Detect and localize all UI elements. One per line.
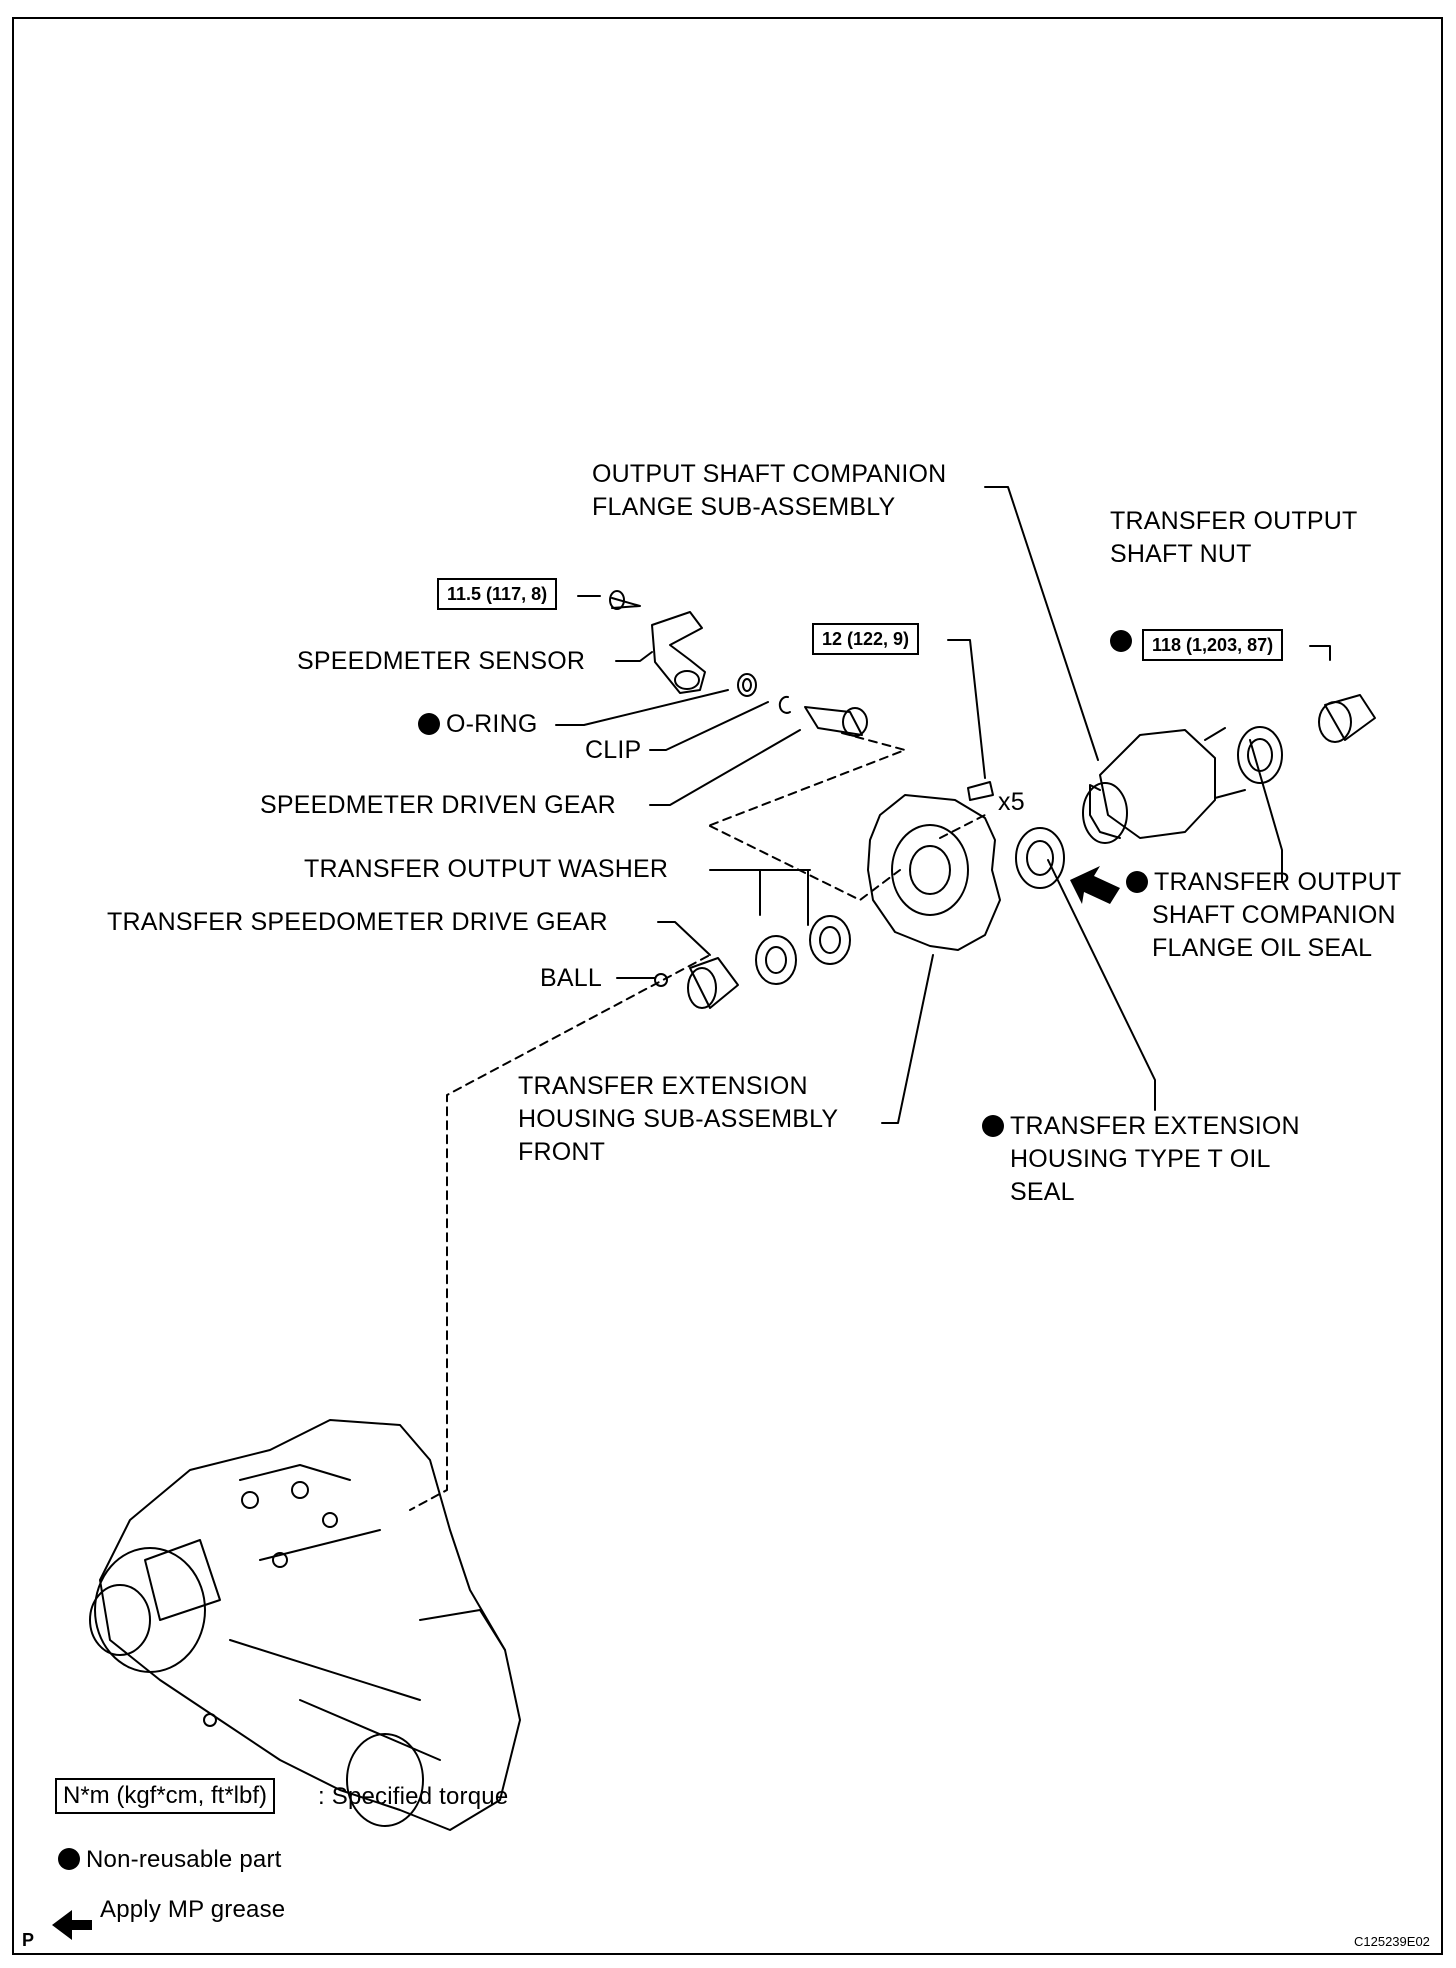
centerline-1 (409, 955, 709, 1511)
leader-type-t-seal (1047, 859, 1156, 1111)
leader-housing-torque (947, 639, 986, 779)
housing-bolt (967, 781, 994, 801)
centerline-4 (939, 814, 986, 839)
figure-code: C125239E02 (1354, 1934, 1430, 1949)
leader-nut-torque (1309, 645, 1331, 661)
speedmeter-sensor-body (651, 611, 706, 694)
label-speedometer-drive-gear: TRANSFER SPEEDOMETER DRIVE GEAR (107, 908, 608, 936)
companion-flange-part (1099, 729, 1216, 839)
label-type-t-seal-3: SEAL (1010, 1178, 1075, 1206)
ball-part (654, 973, 668, 987)
label-type-t-seal-1: TRANSFER EXTENSION (982, 1110, 1300, 1143)
extension-housing-part (867, 794, 1001, 951)
legend-non-reusable: Non-reusable part (58, 1843, 282, 1876)
label-companion-flange-2: FLANGE SUB-ASSEMBLY (592, 493, 896, 521)
label-o-ring: O-RING (418, 708, 537, 741)
leader-clip (649, 701, 769, 751)
label-output-shaft-nut-1: TRANSFER OUTPUT (1110, 507, 1358, 535)
centerline-2 (709, 825, 901, 901)
label-speedmeter-sensor: SPEEDMETER SENSOR (297, 647, 586, 675)
sensor-bolt (611, 597, 641, 609)
label-extension-housing-3: FRONT (518, 1138, 606, 1166)
leader-extension-housing (881, 954, 934, 1124)
leader-washer (709, 869, 811, 926)
washer-1 (755, 935, 797, 985)
label-flange-oil-seal-2: SHAFT COMPANION (1152, 901, 1396, 929)
label-type-t-seal-2: HOUSING TYPE T OIL (1010, 1145, 1271, 1173)
leader-flange-seal (1249, 739, 1283, 881)
label-output-washer: TRANSFER OUTPUT WASHER (304, 855, 669, 883)
torque-sensor-bolt: 11.5 (117, 8) (437, 578, 558, 610)
label-companion-flange-1: OUTPUT SHAFT COMPANION (592, 460, 947, 488)
torque-shaft-nut: 118 (1,203, 87) (1142, 629, 1284, 661)
label-x5: x5 (998, 788, 1025, 816)
washer-2 (809, 915, 851, 965)
diagram-frame (12, 17, 1443, 1955)
leader-o-ring (555, 689, 729, 726)
legend-mp-grease: Apply MP grease (100, 1896, 286, 1923)
leader-speedmeter-sensor (615, 651, 653, 662)
legend-torque-box: N*m (kgf*cm, ft*lbf) (55, 1778, 276, 1814)
o-ring-part (737, 673, 757, 697)
filled-circle-icon (1126, 871, 1148, 893)
leader-driven-gear (649, 729, 801, 806)
p-mark: P (22, 1930, 35, 1950)
torque-housing-bolt: 12 (122, 9) (812, 623, 920, 655)
type-t-seal-part (1015, 827, 1065, 889)
label-clip: CLIP (585, 736, 642, 764)
label-speedmeter-driven-gear: SPEEDMETER DRIVEN GEAR (260, 791, 616, 819)
legend-arrow-icon (52, 1910, 92, 1940)
label-extension-housing-1: TRANSFER EXTENSION (518, 1072, 808, 1100)
transfer-case-body (99, 1419, 521, 1831)
driven-gear-part (804, 706, 863, 736)
label-ball: BALL (540, 964, 602, 992)
leader-companion-flange (984, 486, 1099, 761)
non-reusable-dot-nut (1110, 630, 1138, 654)
clip-part (778, 695, 791, 714)
centerline-3 (707, 732, 906, 827)
leader-drive-gear (657, 921, 711, 956)
label-extension-housing-2: HOUSING SUB-ASSEMBLY (518, 1105, 839, 1133)
flange-oil-seal-part (1237, 726, 1283, 784)
filled-circle-icon (58, 1848, 80, 1870)
shaft-nut-part (1324, 694, 1376, 741)
o-ring-text: O-RING (446, 710, 538, 738)
label-output-shaft-nut-2: SHAFT NUT (1110, 540, 1252, 568)
filled-circle-icon (418, 713, 440, 735)
filled-circle-icon (982, 1115, 1004, 1137)
label-flange-oil-seal-1: TRANSFER OUTPUT (1126, 866, 1401, 899)
legend-torque-text: : Specified torque (318, 1783, 509, 1810)
mp-grease-arrow (1070, 866, 1120, 904)
drive-gear-part (689, 957, 739, 1009)
label-flange-oil-seal-3: FLANGE OIL SEAL (1152, 934, 1373, 962)
filled-circle-icon (1110, 630, 1132, 652)
